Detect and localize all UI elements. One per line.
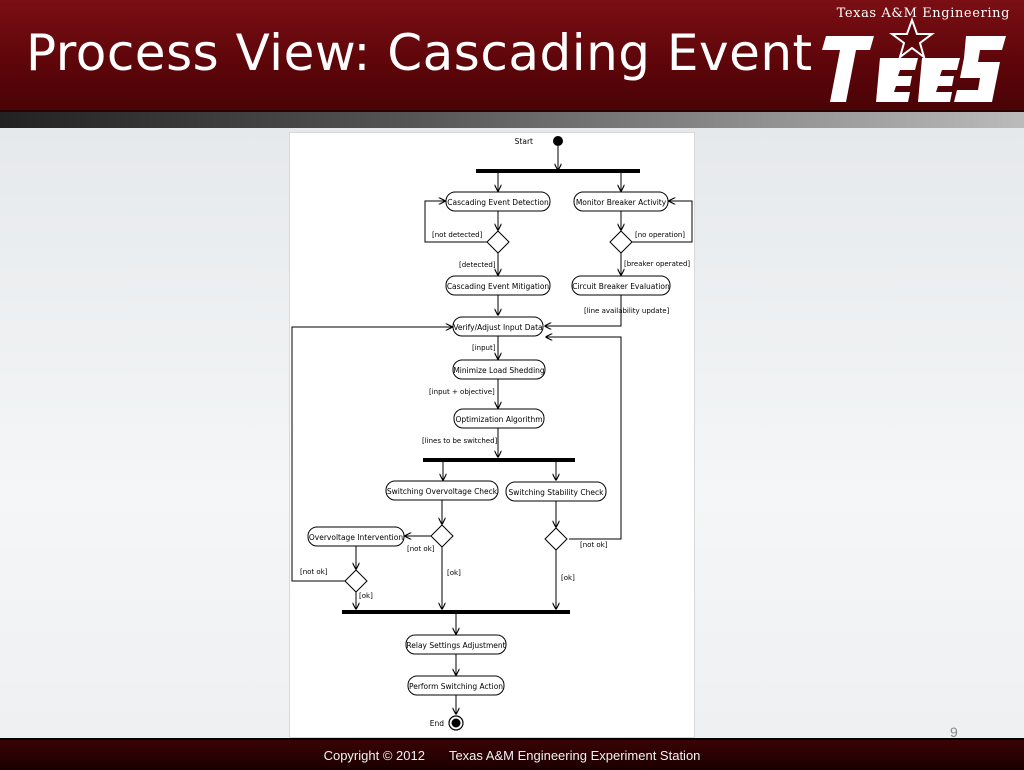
action-label: Switching Overvoltage Check [387, 487, 498, 496]
end-label: End [430, 719, 444, 728]
star-icon [889, 17, 935, 60]
decision-breaker [609, 230, 633, 254]
guard-input: [input] [472, 344, 496, 352]
action-label: Cascading Event Mitigation [447, 282, 550, 291]
guard-ok-stability: [ok] [561, 574, 575, 582]
action-label: Perform Switching Action [409, 682, 503, 691]
action-label: Minimize Load Shedding [453, 366, 545, 375]
action-label: Switching Stability Check [509, 488, 605, 497]
action-minimize-load-shedding: Minimize Load Shedding [452, 359, 546, 380]
logo-mark-graphic: TEES [822, 17, 1006, 106]
action-label: Cascading Event Detection [447, 198, 549, 207]
decision-stability [544, 527, 568, 551]
guard-lines-to-be-switched: [lines to be switched] [422, 437, 498, 445]
guard-not-ok-overvoltage: [not ok] [407, 545, 435, 553]
action-monitor-breaker-activity: Monitor Breaker Activity [573, 191, 669, 212]
footer-copyright: Copyright © 2012 [323, 748, 425, 763]
tees-logo: Texas A&M Engineering TEES [814, 6, 1010, 106]
start-node [553, 136, 563, 146]
action-switching-overvoltage-check: Switching Overvoltage Check [385, 480, 499, 501]
guard-not-ok-stability: [not ok] [580, 541, 608, 549]
start-label: Start [515, 137, 533, 146]
fork-bar-1 [476, 169, 640, 173]
logo-mark-text: TEES [911, 104, 914, 106]
footer-text: Copyright © 2012 Texas A&M Engineering Ex… [0, 748, 1024, 763]
decision-overvoltage [430, 524, 454, 548]
footer-organization: Texas A&M Engineering Experiment Station [448, 748, 701, 763]
guard-not-detected: [not detected] [432, 231, 483, 239]
slide-header: Process View: Cascading Event Texas A&M … [0, 0, 1024, 112]
action-verify-adjust-input-data: Verify/Adjust Input Data [452, 316, 544, 337]
action-switching-stability-check: Switching Stability Check [505, 481, 607, 502]
logo-caption: Texas A&M Engineering [836, 6, 1010, 21]
page-number: 9 [950, 724, 958, 740]
action-label: Overvoltage Intervention [309, 533, 403, 542]
guard-breaker-operated: [breaker operated] [624, 260, 690, 268]
action-label: Monitor Breaker Activity [576, 198, 667, 207]
guard-line-availability-update: [line availability update] [584, 307, 670, 315]
guard-not-ok-intervention: [not ok] [300, 568, 328, 576]
action-overvoltage-intervention: Overvoltage Intervention [307, 526, 405, 547]
end-node [448, 715, 464, 731]
decision-detection [486, 230, 510, 254]
action-circuit-breaker-evaluation: Circuit Breaker Evaluation [571, 275, 671, 296]
action-cascading-event-detection: Cascading Event Detection [445, 191, 551, 212]
action-perform-switching-action: Perform Switching Action [407, 675, 505, 696]
action-label: Verify/Adjust Input Data [453, 323, 542, 332]
guard-detected: [detected] [459, 261, 496, 269]
slide-footer: Copyright © 2012 Texas A&M Engineering Ex… [0, 738, 1024, 770]
decision-intervention [344, 569, 368, 593]
join-bar [342, 610, 570, 614]
guard-ok-overvoltage: [ok] [447, 569, 461, 577]
action-label: Relay Settings Adjustment [406, 641, 505, 650]
action-label: Circuit Breaker Evaluation [572, 282, 670, 291]
action-relay-settings-adjustment: Relay Settings Adjustment [405, 634, 507, 655]
action-label: Optimization Algorithm [455, 415, 542, 424]
activity-diagram: Start Cascading Event Detection Monitor … [289, 132, 695, 738]
guard-no-operation: [no operation] [635, 231, 685, 239]
action-optimization-algorithm: Optimization Algorithm [453, 408, 545, 429]
guard-ok-intervention: [ok] [359, 592, 373, 600]
guard-input-objective: [input + objective] [429, 388, 495, 396]
slide-title: Process View: Cascading Event [26, 24, 813, 82]
header-divider [0, 112, 1024, 128]
action-cascading-event-mitigation: Cascading Event Mitigation [445, 275, 551, 296]
fork-bar-2 [423, 458, 575, 462]
